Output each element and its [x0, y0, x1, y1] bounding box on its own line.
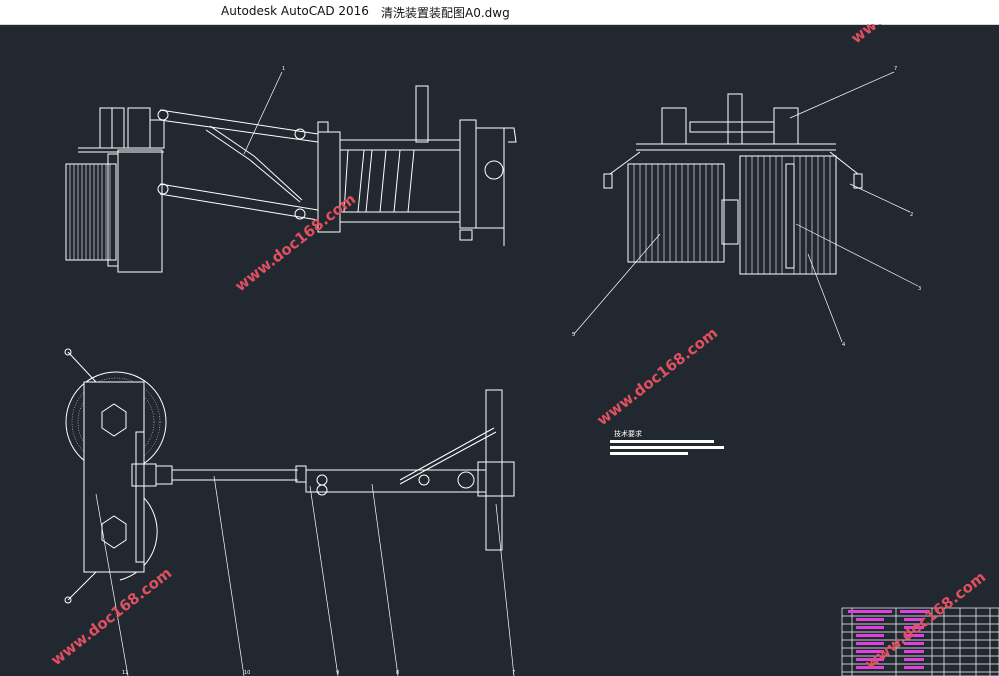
watermark-1: www.doc168.com	[231, 190, 359, 295]
balloon-2: 2	[910, 212, 913, 218]
table-text	[848, 610, 930, 669]
side-view	[65, 71, 517, 273]
balloon-8: 8	[396, 670, 399, 676]
balloon-4: 4	[842, 342, 845, 348]
title-block	[841, 607, 999, 676]
technical-requirements	[610, 440, 724, 455]
top-view	[64, 348, 515, 676]
balloon-5: 5	[572, 332, 575, 338]
balloon-10: 10	[244, 670, 250, 676]
cad-drawing[interactable]: 技术要求 1 7 2 3 4 5 11 10 9 8 7 www.doc168.…	[0, 24, 999, 676]
balloon-3: 3	[918, 286, 921, 292]
file-name: 清洗装置装配图A0.dwg	[381, 6, 510, 20]
title-bar: Autodesk AutoCAD 2016 清洗装置装配图A0.dwg	[0, 0, 999, 25]
front-view	[573, 71, 919, 343]
drawing-canvas[interactable]: 技术要求 1 7 2 3 4 5 11 10 9 8 7 www.doc168.…	[0, 24, 999, 676]
balloon-9: 9	[336, 670, 339, 676]
watermark-3: www.doc168.com	[847, 24, 975, 47]
balloon-7b: 7	[512, 670, 515, 676]
balloon-7: 7	[894, 66, 897, 72]
tech-requirements-title: 技术要求	[614, 429, 642, 438]
watermarks: www.doc168.com www.doc168.com www.doc168…	[0, 24, 989, 673]
app-title: Autodesk AutoCAD 2016	[221, 4, 369, 18]
balloon-11: 11	[122, 670, 128, 676]
watermark-2: www.doc168.com	[593, 324, 721, 429]
balloon-1: 1	[282, 66, 285, 72]
watermark-6: www.doc168.com	[0, 24, 99, 41]
